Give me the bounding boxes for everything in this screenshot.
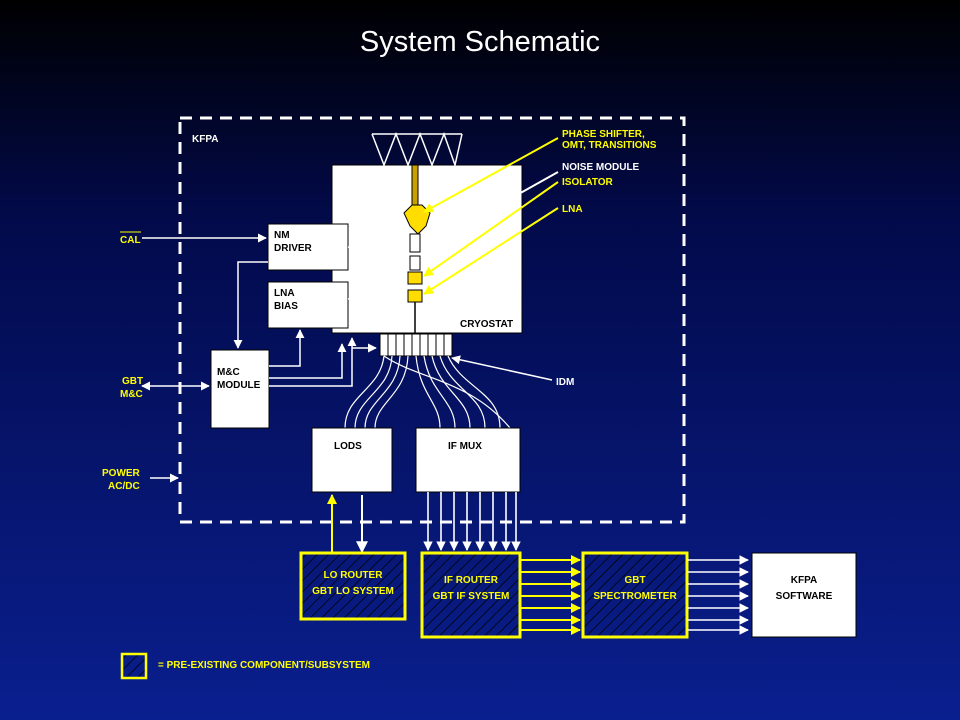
if-mux-label: IF MUX	[448, 441, 482, 452]
feed-horns	[371, 131, 463, 168]
lo-router-box: LO ROUTER GBT LO SYSTEM	[299, 551, 407, 621]
lna-callout-label: LNA	[562, 204, 583, 215]
nm-driver-line1: NM	[274, 230, 290, 241]
lods-box: LODS	[311, 427, 393, 493]
control-wiring	[141, 233, 553, 483]
page-title: System Schematic	[359, 26, 601, 58]
if-router-box: IF ROUTER GBT IF SYSTEM	[420, 551, 522, 639]
mc-module-line2: MODULE	[217, 380, 261, 391]
callout-labels: PHASE SHIFTER, OMT, TRANSITIONS NOISE MO…	[556, 129, 657, 388]
phase-shifter-line2: OMT, TRANSITIONS	[562, 140, 657, 151]
legend: = PRE-EXISTING COMPONENT/SUBSYSTEM	[120, 652, 370, 680]
if-router-line2: GBT IF SYSTEM	[433, 591, 510, 602]
connector-array	[379, 333, 453, 357]
kfpa-software-box: KFPA SOFTWARE	[751, 552, 857, 638]
lods-label: LODS	[334, 441, 362, 452]
lna-bias-line1: LNA	[274, 288, 295, 299]
isolator-label: ISOLATOR	[562, 177, 614, 188]
if-mux-arrows	[423, 492, 521, 551]
lna-bias-line2: BIAS	[274, 301, 298, 312]
mc-module-box: M&C MODULE	[210, 349, 270, 429]
if-mux-box: IF MUX	[415, 427, 521, 493]
software-line2: SOFTWARE	[776, 591, 833, 602]
spectrometer-line1: GBT	[624, 575, 645, 586]
gbt-mc-line2: M&C	[120, 389, 143, 400]
lo-router-line1: LO ROUTER	[324, 570, 384, 581]
if-router-line1: IF ROUTER	[444, 575, 499, 586]
nm-driver-line2: DRIVER	[274, 243, 313, 254]
gbt-mc-line1: GBT	[122, 376, 143, 387]
idm-label: IDM	[556, 377, 574, 388]
legend-text: = PRE-EXISTING COMPONENT/SUBSYSTEM	[158, 660, 370, 671]
spectrometer-to-software-arrows	[687, 555, 749, 635]
power-line1: POWER	[102, 468, 141, 479]
software-line1: KFPA	[791, 575, 817, 586]
input-labels: CAL GBT M&C POWER AC/DC	[102, 231, 143, 492]
cryostat-label: CRYOSTAT	[460, 319, 513, 330]
lo-router-line2: GBT LO SYSTEM	[312, 586, 394, 597]
gbt-spectrometer-box: GBT SPECTROMETER	[581, 551, 689, 639]
nm-driver-box: NM DRIVER	[267, 223, 349, 271]
callout-arrows	[423, 137, 559, 295]
if-to-spectrometer-arrows	[520, 555, 581, 635]
phase-shifter-line1: PHASE SHIFTER,	[562, 129, 645, 140]
legend-swatch	[120, 652, 148, 680]
spectrometer-line2: SPECTROMETER	[593, 591, 677, 602]
lods-arrows	[327, 494, 368, 554]
kfpa-boundary	[178, 116, 686, 524]
noise-module-label: NOISE MODULE	[562, 162, 640, 173]
cal-label: CAL	[120, 235, 141, 246]
power-line2: AC/DC	[108, 481, 140, 492]
fanout-cables	[344, 355, 511, 429]
mc-module-line1: M&C	[217, 367, 240, 378]
lna-bias-box: LNA BIAS	[267, 281, 349, 329]
kfpa-label: KFPA	[192, 134, 218, 145]
